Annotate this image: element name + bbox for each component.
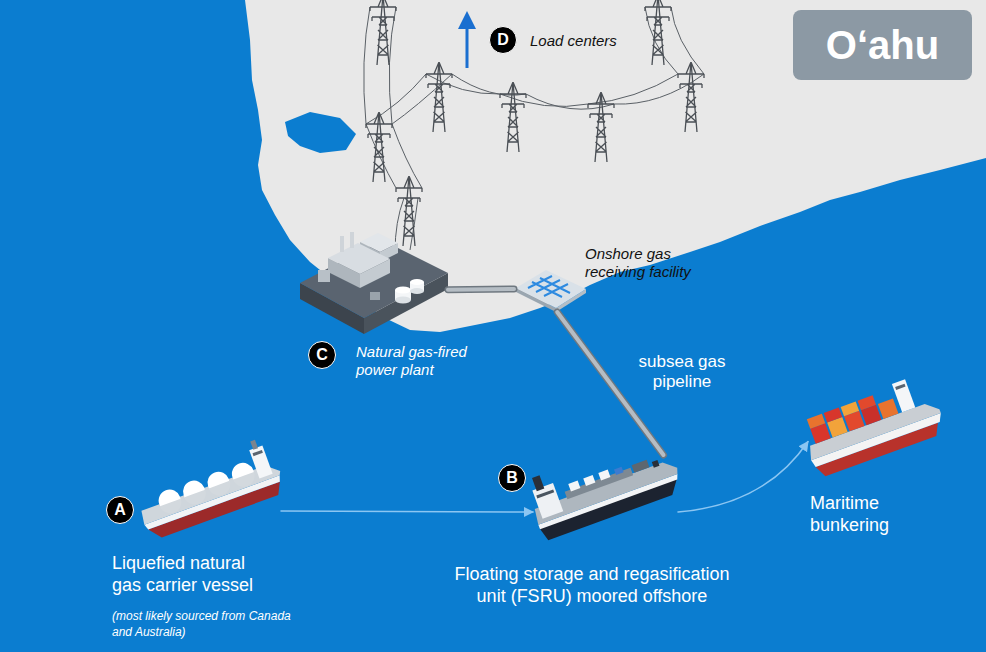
pipe-outline: [448, 286, 514, 294]
receiving-facility-illustration: [516, 270, 586, 312]
lng-carrier-illustration: [130, 435, 288, 541]
vessel-node: Liquefied natural gas carrier vessel(mos…: [143, 452, 281, 547]
pipe-outline: [557, 312, 663, 455]
title-text: Oʻahu: [826, 23, 939, 67]
title-box: Oʻahu: [793, 10, 972, 80]
fsru-node: Floating storage and regasification unit…: [533, 455, 678, 547]
edge-label: subsea gas pipeline: [632, 352, 732, 392]
node-text: Load centers: [530, 32, 640, 50]
arrow-line: [678, 442, 808, 513]
node-text: (most likely sourced from Canada and Aus…: [112, 608, 312, 640]
facility-node: Onshore gas receiving facility: [514, 266, 586, 312]
node-text: Liquefied natural gas carrier vessel: [112, 552, 272, 596]
bay: [285, 112, 356, 153]
callout-number: B: [498, 464, 526, 492]
pipe-body: [448, 287, 514, 292]
node-text: Maritime bunkering: [810, 492, 910, 536]
direction-arrow: [466, 20, 469, 68]
transmission-towers: [366, 0, 704, 246]
node-text: Onshore gas receiving facility: [585, 245, 710, 281]
region-label: Load centers: [528, 30, 633, 54]
island-land: [245, 0, 986, 332]
transmission-lines: [364, 7, 704, 252]
arrow-line: [281, 511, 533, 512]
pipe-body: [557, 312, 663, 455]
callout-number: C: [308, 341, 336, 369]
gas-pipeline: [557, 312, 663, 455]
plant-node: Natural gas-fired power plant: [300, 232, 448, 337]
node-text: Natural gas-fired power plant: [356, 343, 486, 379]
flow-arrow: [678, 442, 808, 513]
node-text: Floating storage and regasification unit…: [444, 563, 740, 607]
callout-number: A: [106, 496, 134, 524]
power-plant-illustration: [300, 232, 448, 334]
callout-number: D: [489, 26, 517, 54]
ship-node: Maritime bunkering: [808, 392, 942, 482]
flow-arrow: [281, 511, 533, 512]
gas-pipeline: [448, 289, 514, 291]
container-ship-illustration: [796, 372, 948, 479]
